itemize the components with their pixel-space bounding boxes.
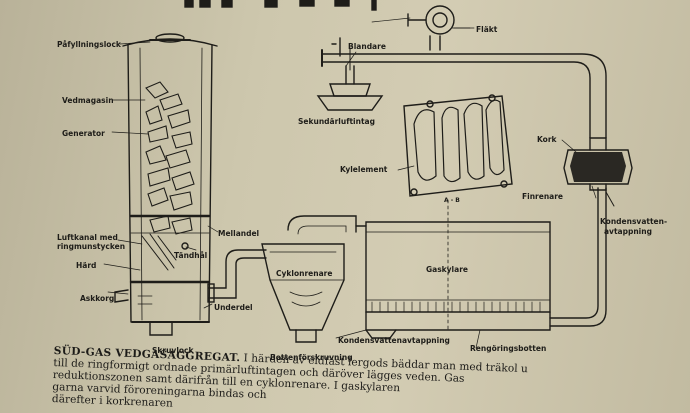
mixer bbox=[316, 37, 384, 111]
fan bbox=[407, 5, 475, 35]
label-hard: Härd bbox=[76, 261, 96, 270]
cyclone-separator bbox=[261, 215, 357, 343]
leader-lines bbox=[103, 17, 597, 349]
label-kondens-2: avtappning bbox=[604, 227, 652, 236]
label-pafyllningslock: Påfyllningslock bbox=[57, 40, 122, 49]
gas-cooler bbox=[355, 187, 607, 339]
label-sekundarluftintag: Sekundärluftintag bbox=[298, 117, 375, 126]
label-section-mark: A - B bbox=[444, 197, 460, 204]
label-cyklonrenare: Cyklonrenare bbox=[276, 269, 332, 278]
label-mellandel: Mellandel bbox=[218, 229, 259, 238]
label-tandhal: Tändhål bbox=[174, 251, 207, 260]
label-bottenforskruvning: Bottenförskruvning bbox=[270, 353, 353, 362]
label-underdel: Underdel bbox=[214, 303, 253, 312]
label-skruvlock: Skruvlock bbox=[152, 346, 194, 355]
generator-column bbox=[114, 33, 218, 336]
label-vedmagasin: Vedmagasin bbox=[62, 96, 114, 105]
label-askkorg: Askkorg bbox=[80, 294, 114, 303]
label-kylelement: Kylelement bbox=[340, 165, 388, 174]
label-finrenare: Finrenare bbox=[522, 192, 563, 201]
label-kondens-1: Kondensvatten- bbox=[600, 217, 667, 226]
label-generator: Generator bbox=[62, 129, 105, 138]
label-blandare: Blandare bbox=[348, 42, 386, 51]
label-kondensvattenavtappning: Kondensvattenavtappning bbox=[338, 336, 450, 345]
label-rengoringsbotten: Rengöringsbotten bbox=[470, 344, 546, 353]
cooling-element bbox=[403, 94, 513, 197]
label-gaskylare: Gaskylare bbox=[426, 265, 468, 274]
label-kork: Kork bbox=[537, 135, 558, 144]
label-luftkanal-1: Luftkanal med bbox=[57, 233, 118, 242]
label-luftkanal-2: ringmunstycken bbox=[57, 242, 125, 251]
label-flakt: Fläkt bbox=[476, 25, 498, 34]
pipe-generator-to-cyclone bbox=[207, 249, 267, 303]
pipe-filter-to-mixer bbox=[321, 35, 607, 139]
header-fragment bbox=[184, 0, 377, 11]
cork-filter bbox=[563, 137, 633, 191]
